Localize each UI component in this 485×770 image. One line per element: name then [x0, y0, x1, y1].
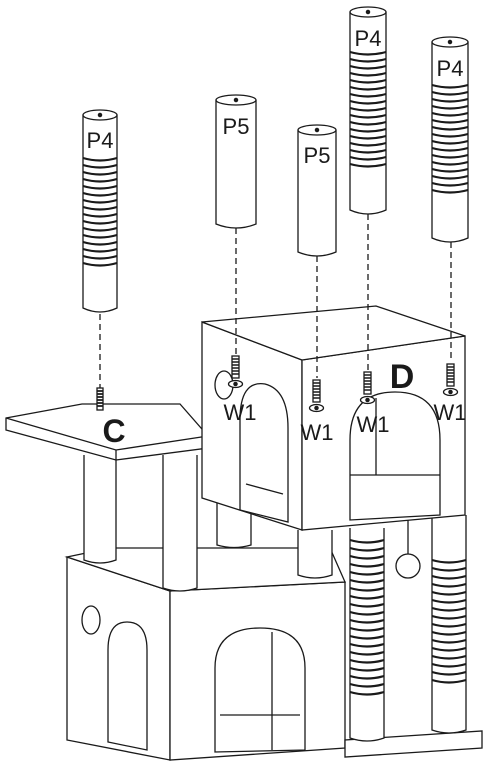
base-condo [64, 547, 346, 761]
label-w1-c: W1 [357, 412, 390, 437]
label-p4-left: P4 [87, 128, 114, 153]
screw-w1-b [308, 379, 325, 413]
label-platform-c: C [102, 413, 125, 449]
label-w1-d: W1 [434, 400, 467, 425]
sisal-post-lower-left [349, 528, 385, 742]
sisal-post-lower-right [431, 515, 467, 734]
post-p5-a [215, 94, 257, 229]
screw-w1-d [442, 363, 459, 397]
label-p4-mid: P4 [355, 26, 382, 51]
screw-c [96, 387, 104, 411]
label-w1-a: W1 [224, 400, 257, 425]
label-p5-a: P5 [223, 114, 250, 139]
label-w1-b: W1 [301, 420, 334, 445]
condo-d [201, 305, 466, 531]
post-p5-b [297, 124, 337, 257]
label-p5-b: P5 [304, 143, 331, 168]
post-p4-mid [349, 6, 387, 215]
label-condo-d: D [390, 358, 415, 396]
screw-w1-c [359, 371, 376, 405]
post-p4-right [431, 36, 469, 243]
screw-w1-a [227, 355, 244, 389]
lower-posts [83, 455, 333, 592]
label-p4-right: P4 [437, 56, 464, 81]
hanging-toy [395, 520, 421, 579]
post-p4-left [82, 109, 118, 313]
guide-lines [99, 214, 452, 388]
